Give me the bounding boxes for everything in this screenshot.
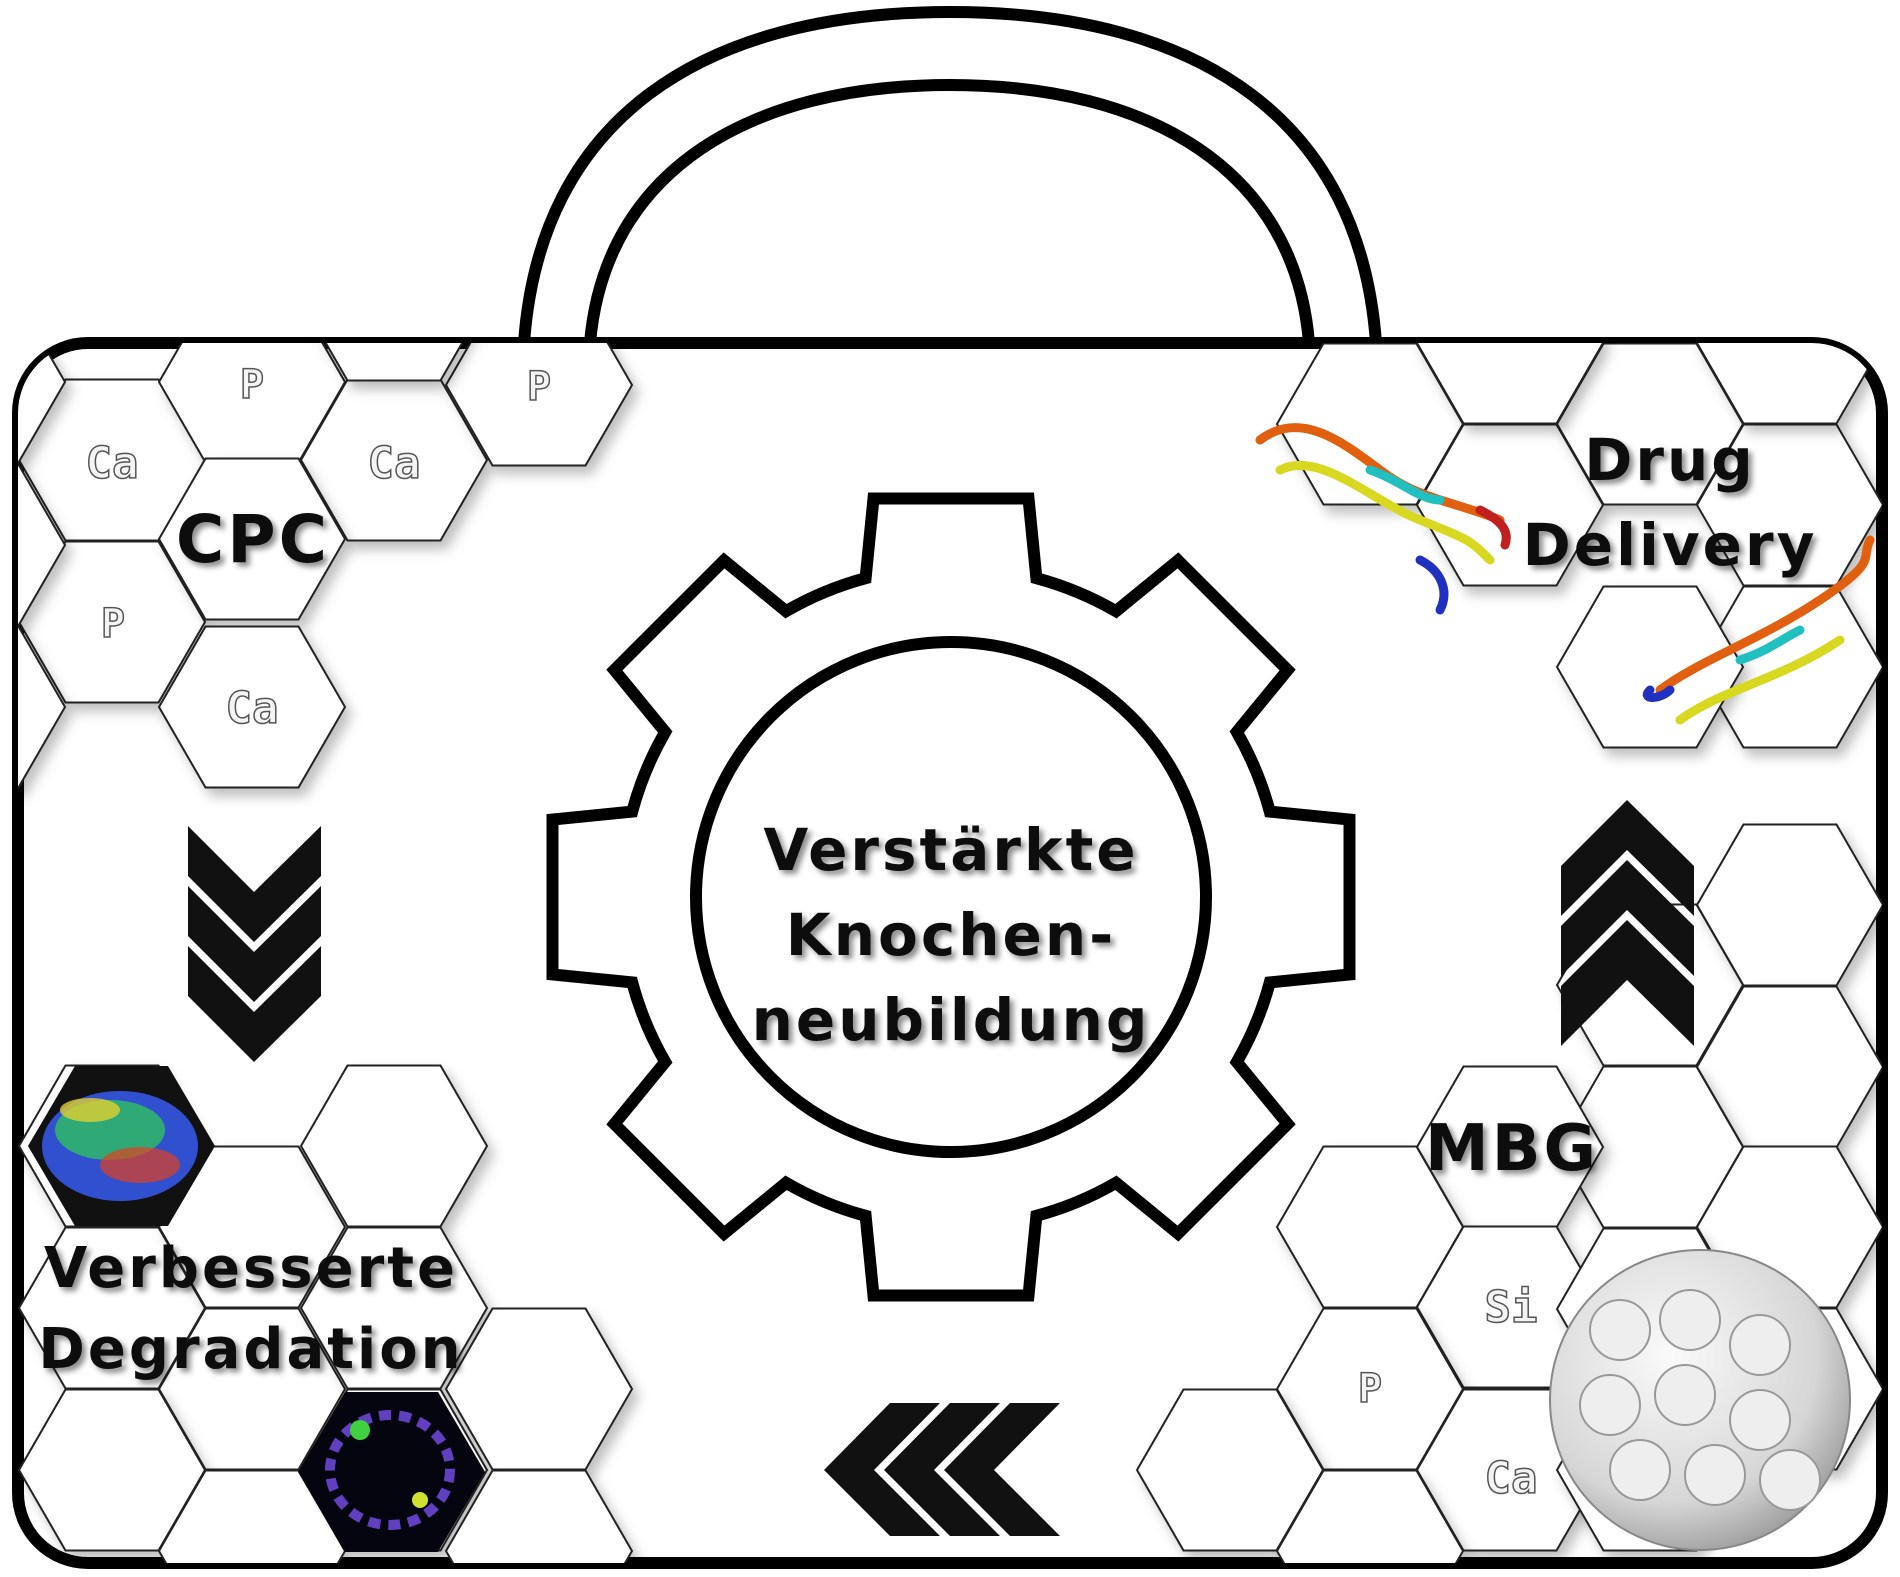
- sphere-pore: [1589, 1299, 1651, 1361]
- element-label-ca: Ca: [226, 683, 279, 734]
- hexagon-cell: [444, 343, 634, 467]
- cpc-label: CPC: [176, 501, 330, 578]
- element-label-ca: Ca: [1485, 1453, 1538, 1504]
- element-label-ca: Ca: [368, 438, 421, 489]
- hexagon-cell: [18, 343, 67, 464]
- element-label-p: P: [240, 362, 264, 408]
- sphere-pore: [1729, 1314, 1791, 1376]
- protein-structure-icon: [1255, 423, 1511, 615]
- hexagon-grid: [18, 343, 1882, 1563]
- center-title-line3: neubildung: [752, 986, 1151, 1054]
- mbg-label: MBG: [1425, 1112, 1599, 1186]
- sphere-pore: [1609, 1439, 1671, 1501]
- protein-structure-icon: [1643, 535, 1875, 725]
- degradation-label-line2: Degradation: [38, 1317, 463, 1382]
- element-label-si: Si: [1485, 1282, 1538, 1333]
- element-label-p: P: [527, 364, 551, 410]
- sphere-pore: [1654, 1364, 1716, 1426]
- hexagon-cell: [1415, 343, 1605, 425]
- sphere-pore: [1579, 1374, 1641, 1436]
- hexagon-cell: [157, 625, 347, 789]
- element-label-p: P: [101, 601, 125, 647]
- mesoporous-sphere-icon: [1549, 1249, 1851, 1551]
- chevron-left-icon: [824, 1403, 1060, 1536]
- hexagon-cell: [1695, 343, 1882, 425]
- hexagon-cell: [1275, 1469, 1465, 1563]
- element-label-ca: Ca: [86, 438, 139, 489]
- sphere-pore: [1759, 1449, 1821, 1511]
- degraded-scaffold-icon: [298, 1392, 485, 1552]
- sphere-pore: [1684, 1444, 1746, 1506]
- chevron-down-icon: [188, 826, 321, 1062]
- hexagon-cell: [444, 1469, 634, 1563]
- degradation-label-line1: Verbesserte: [44, 1236, 458, 1301]
- drug-delivery-label-line1: Drug: [1584, 426, 1756, 494]
- bag-handle: [518, 6, 1382, 349]
- drug-delivery-label-line2: Delivery: [1523, 511, 1818, 579]
- gear-center-circle: [690, 636, 1212, 1158]
- chevron-up-icon: [1561, 800, 1694, 1046]
- scaffold-structure-icon: [28, 1066, 215, 1226]
- center-title-line1: Verstärkte: [763, 816, 1138, 884]
- sphere-pore: [1659, 1289, 1721, 1351]
- hexagon-cell: [157, 457, 347, 621]
- hexagon-cell: [18, 625, 67, 789]
- hexagon-cell: [157, 1469, 347, 1563]
- element-label-p: P: [1358, 1366, 1382, 1412]
- sphere-pore: [1729, 1389, 1791, 1451]
- hexagon-cell: [299, 343, 489, 382]
- center-title-line2: Knochen-: [786, 901, 1116, 969]
